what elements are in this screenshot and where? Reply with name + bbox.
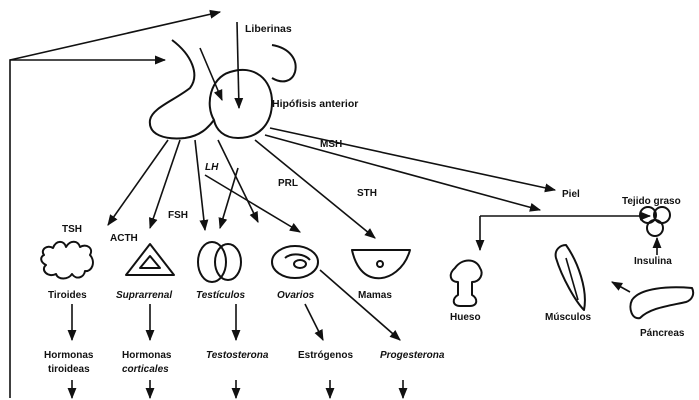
tsh-arrow (108, 140, 168, 225)
feedback-loop (10, 12, 220, 398)
estrogenos-label: Estrógenos (298, 350, 353, 361)
ovarios-estrogen-arrow (305, 304, 323, 340)
ovary-shape (272, 246, 318, 278)
fsh-label: FSH (168, 210, 188, 221)
muscle-shape (556, 245, 585, 310)
pancreas-shape (630, 287, 693, 318)
bone-shape (451, 261, 482, 307)
lh-label: LH (205, 162, 219, 173)
sth-arrow (265, 135, 540, 210)
liberinas-label: Liberinas (245, 23, 292, 35)
piel-label: Piel (562, 189, 580, 200)
hormonas-corticales-line1: Hormonas (122, 350, 172, 361)
suprarrenal-label: Suprarrenal (116, 290, 172, 301)
mamas-label: Mamas (358, 290, 392, 301)
adrenal-shape (126, 244, 174, 275)
insulina-label: Insulina (634, 256, 672, 267)
ovarios-label: Ovarios (277, 290, 315, 301)
hypothalamus-arrow-2 (237, 22, 239, 108)
pancreas-arrow (612, 282, 630, 292)
testiculos-label: Testículos (196, 290, 246, 301)
hormonas-tiroideas-line2: tiroideas (48, 364, 90, 375)
msh-arrow (270, 128, 555, 190)
hueso-label: Hueso (450, 312, 481, 323)
liberinas-stalk (272, 45, 296, 81)
lh-arrow-1 (218, 140, 258, 222)
sth-label: STH (357, 188, 377, 199)
hipofisis-label: Hipófisis anterior (272, 98, 358, 110)
hormonas-corticales-line2: corticales (122, 364, 169, 375)
ovarios-progest-arrow (320, 270, 400, 340)
hormonas-tiroideas-line1: Hormonas (44, 350, 94, 361)
tsh-label: TSH (62, 224, 82, 235)
musculos-label: Músculos (545, 312, 592, 323)
prl-label: PRL (278, 178, 298, 189)
pancreas-label: Páncreas (640, 328, 685, 339)
msh-label: MSH (320, 139, 342, 150)
lh-arrow-2 (220, 168, 238, 228)
thyroid-shape (41, 242, 93, 279)
progesterona-label: Progesterona (380, 350, 445, 361)
hypothalamus-shape (150, 40, 214, 138)
fsh-arrow (195, 140, 205, 230)
testis-shape (198, 242, 241, 282)
acth-label: ACTH (110, 233, 138, 244)
pituitary-shape (210, 70, 272, 138)
breast-shape (352, 250, 410, 278)
testosterona-label: Testosterona (206, 350, 269, 361)
tejido-graso-label: Tejido graso (622, 196, 681, 207)
tiroides-label: Tiroides (48, 290, 87, 301)
fat-tissue-shape (640, 207, 670, 236)
